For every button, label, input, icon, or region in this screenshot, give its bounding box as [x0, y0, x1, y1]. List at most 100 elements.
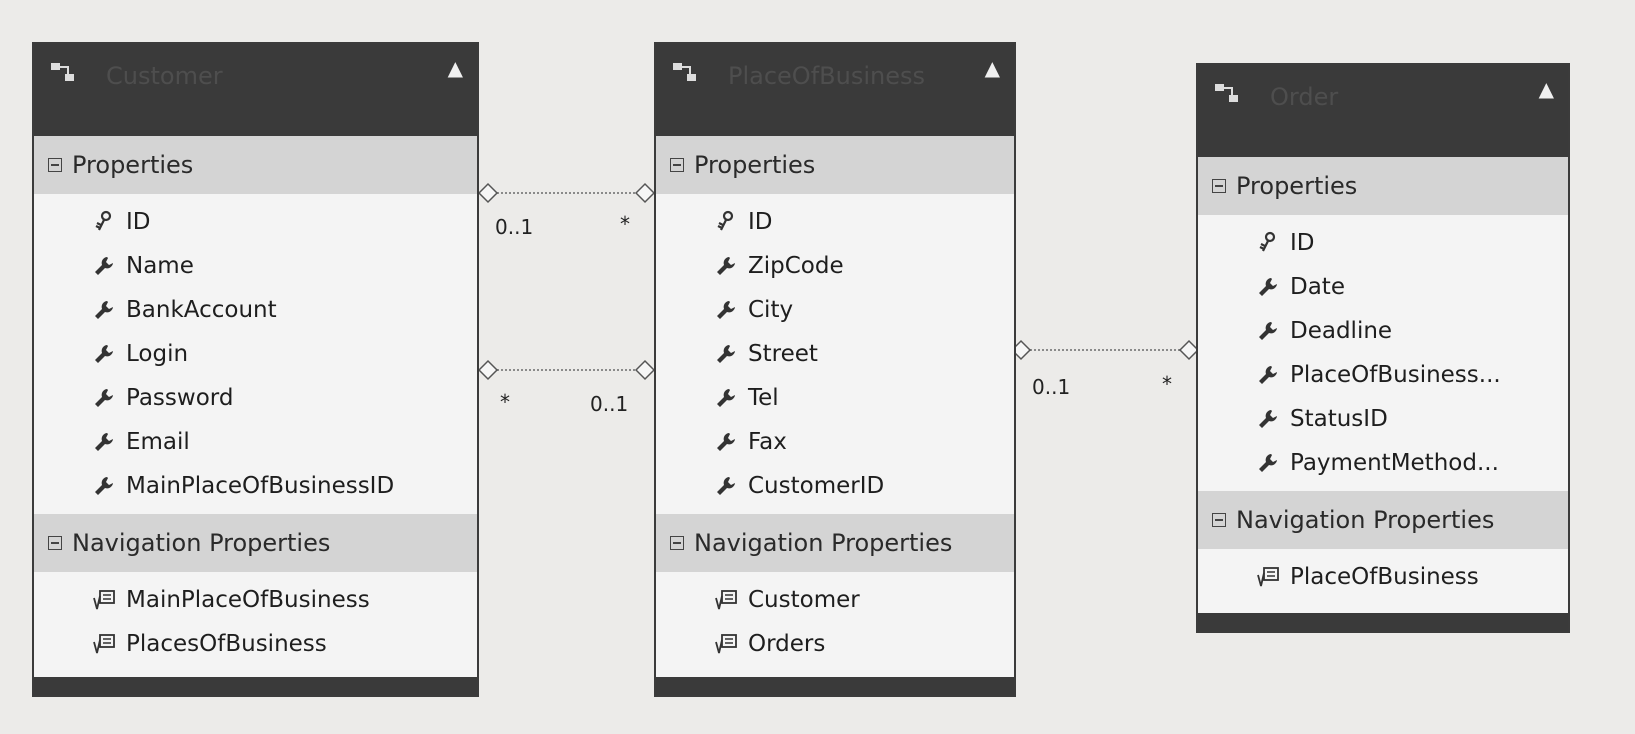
wrench-icon	[1256, 319, 1280, 343]
property-row[interactable]: PaymentMethod...	[1198, 441, 1568, 485]
collapse-button[interactable]: ▲	[447, 56, 463, 80]
wrench-icon	[714, 386, 738, 410]
property-row[interactable]: Tel	[656, 376, 1014, 420]
property-name: PaymentMethod...	[1290, 450, 1499, 476]
collapse-toggle-icon[interactable]	[48, 536, 62, 550]
property-row[interactable]: ID	[656, 200, 1014, 244]
property-name: Street	[748, 341, 818, 367]
multiplicity-label: 0..1	[495, 215, 534, 239]
property-name: ID	[1290, 230, 1315, 256]
property-name: StatusID	[1290, 406, 1388, 432]
navigation-property-row[interactable]: PlaceOfBusiness	[1198, 555, 1568, 599]
entity-header[interactable]: Customer ▲	[34, 44, 477, 136]
navigation-property-row[interactable]: MainPlaceOfBusiness	[34, 578, 477, 622]
property-row[interactable]: BankAccount	[34, 288, 477, 332]
navigation-property-row[interactable]: PlacesOfBusiness	[34, 622, 477, 666]
navigation-section-header[interactable]: Navigation Properties	[1198, 491, 1568, 549]
association-end-diamond	[477, 359, 499, 381]
property-name: Deadline	[1290, 318, 1393, 344]
entity-type-icon	[673, 63, 696, 81]
wrench-icon	[714, 430, 738, 454]
wrench-icon	[92, 342, 116, 366]
property-name: ID	[126, 209, 151, 235]
entity-header[interactable]: Order ▲	[1198, 65, 1568, 157]
entity-header[interactable]: PlaceOfBusiness ▲	[656, 44, 1014, 136]
properties-section-header[interactable]: Properties	[1198, 157, 1568, 215]
wrench-icon	[1256, 363, 1280, 387]
property-row[interactable]: MainPlaceOfBusinessID	[34, 464, 477, 508]
multiplicity-label: *	[500, 390, 510, 414]
collapse-toggle-icon[interactable]	[1212, 513, 1226, 527]
property-name: PlaceOfBusiness...	[1290, 362, 1501, 388]
section-label: Navigation Properties	[1236, 506, 1495, 534]
property-row[interactable]: Login	[34, 332, 477, 376]
property-name: Date	[1290, 274, 1345, 300]
section-label: Navigation Properties	[694, 529, 953, 557]
association-end-diamond	[634, 182, 656, 204]
property-name: CustomerID	[748, 473, 885, 499]
property-row[interactable]: Fax	[656, 420, 1014, 464]
property-row[interactable]: Street	[656, 332, 1014, 376]
property-row[interactable]: ID	[1198, 221, 1568, 265]
property-name: Password	[126, 385, 234, 411]
navigation-property-icon	[714, 632, 738, 656]
key-icon	[92, 210, 116, 234]
entity-type-icon	[1215, 84, 1238, 102]
section-label: Navigation Properties	[72, 529, 331, 557]
collapse-button[interactable]: ▲	[984, 56, 1000, 80]
entity-title: Order	[1270, 83, 1339, 111]
property-row[interactable]: CustomerID	[656, 464, 1014, 508]
property-name: ZipCode	[748, 253, 844, 279]
property-name: City	[748, 297, 794, 323]
section-label: Properties	[72, 151, 194, 179]
property-name: ID	[748, 209, 773, 235]
entity-footer	[34, 677, 477, 695]
collapse-toggle-icon[interactable]	[48, 158, 62, 172]
entity-title: PlaceOfBusiness	[728, 62, 925, 90]
wrench-icon	[714, 254, 738, 278]
properties-section-header[interactable]: Properties	[656, 136, 1014, 194]
collapse-button[interactable]: ▲	[1538, 77, 1554, 101]
property-name: MainPlaceOfBusiness	[126, 587, 370, 613]
association-end-diamond	[634, 359, 656, 381]
wrench-icon	[1256, 451, 1280, 475]
property-row[interactable]: Email	[34, 420, 477, 464]
wrench-icon	[92, 298, 116, 322]
property-row[interactable]: Name	[34, 244, 477, 288]
property-row[interactable]: StatusID	[1198, 397, 1568, 441]
navigation-property-row[interactable]: Orders	[656, 622, 1014, 666]
property-name: BankAccount	[126, 297, 277, 323]
wrench-icon	[714, 474, 738, 498]
property-name: Orders	[748, 631, 826, 657]
property-row[interactable]: City	[656, 288, 1014, 332]
entity-type-icon	[51, 63, 74, 81]
navigation-section-header[interactable]: Navigation Properties	[656, 514, 1014, 572]
property-row[interactable]: Date	[1198, 265, 1568, 309]
collapse-toggle-icon[interactable]	[670, 158, 684, 172]
key-icon	[714, 210, 738, 234]
collapse-toggle-icon[interactable]	[1212, 179, 1226, 193]
property-row[interactable]: Password	[34, 376, 477, 420]
property-row[interactable]: Deadline	[1198, 309, 1568, 353]
property-row[interactable]: ID	[34, 200, 477, 244]
navigation-property-icon	[92, 632, 116, 656]
collapse-toggle-icon[interactable]	[670, 536, 684, 550]
key-icon	[1256, 231, 1280, 255]
navigation-property-row[interactable]: Customer	[656, 578, 1014, 622]
navigation-section-header[interactable]: Navigation Properties	[34, 514, 477, 572]
navigation-property-icon	[92, 588, 116, 612]
property-name: Email	[126, 429, 190, 455]
entity-title: Customer	[106, 62, 223, 90]
property-row[interactable]: PlaceOfBusiness...	[1198, 353, 1568, 397]
property-row[interactable]: ZipCode	[656, 244, 1014, 288]
properties-section-header[interactable]: Properties	[34, 136, 477, 194]
multiplicity-label: *	[620, 212, 630, 236]
wrench-icon	[1256, 275, 1280, 299]
